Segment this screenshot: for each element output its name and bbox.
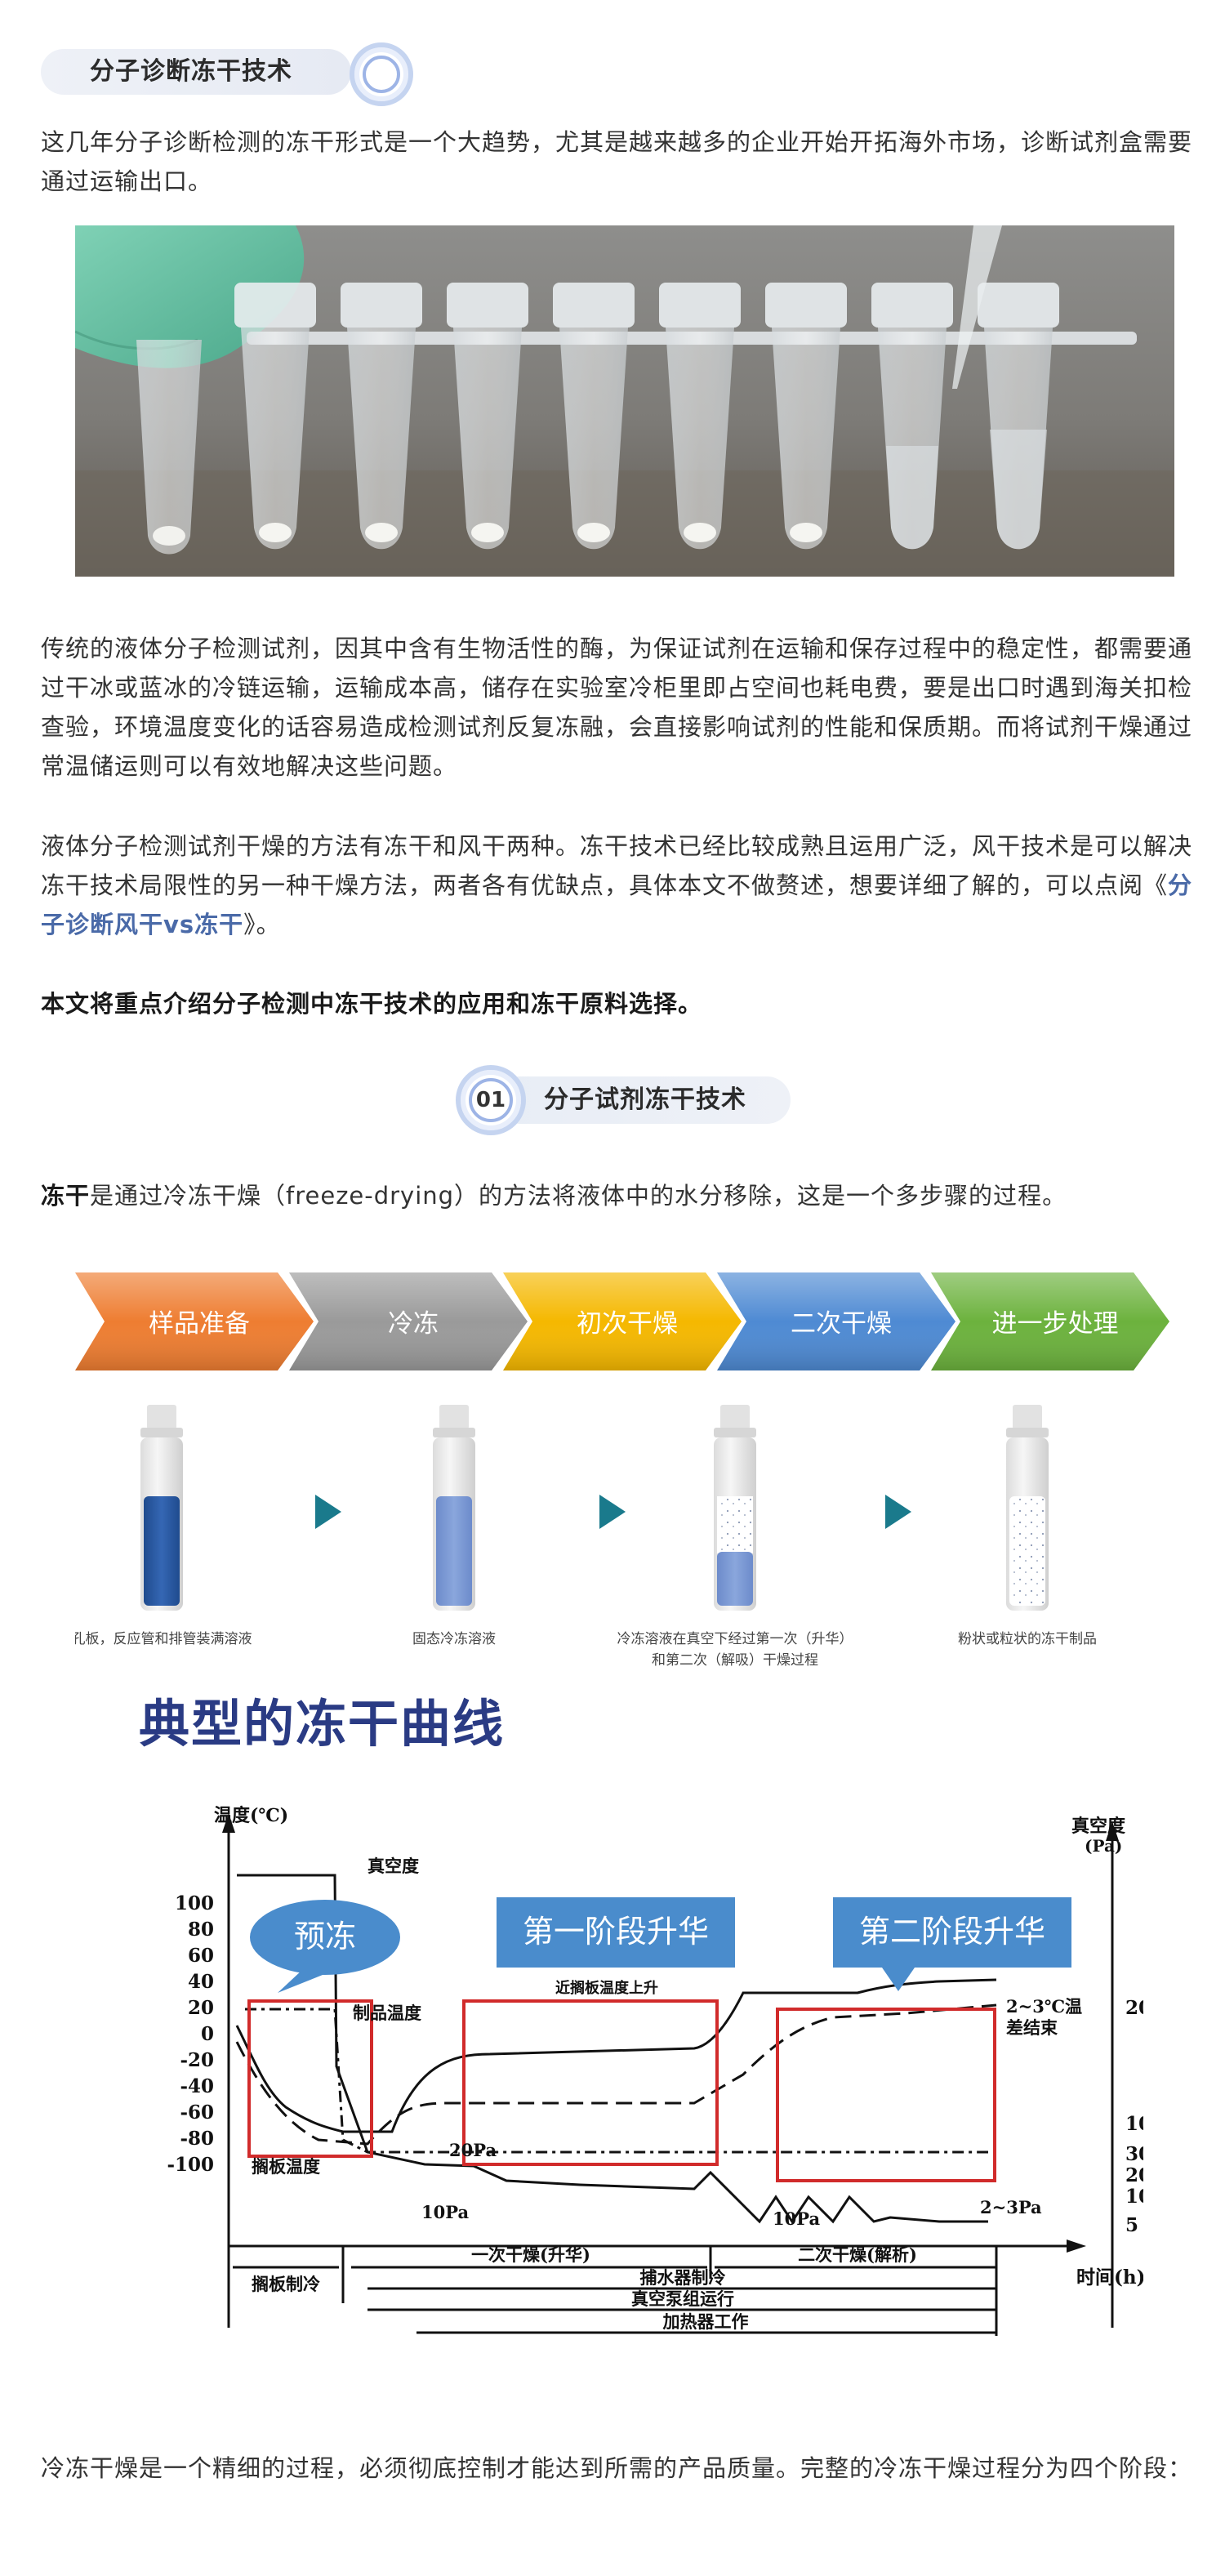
section-title: 分子诊断冻干技术 [90, 57, 292, 86]
process-diagram: 样品准备 冷冻 初次干燥 二次干燥 进一步处理 [72, 1258, 1218, 1674]
phase-label: 加热器工作 [662, 2311, 749, 2332]
vial-caption: 孔板，反应管和排管装满溶液 [75, 1631, 252, 1647]
callout-bubble [833, 1897, 1071, 1968]
definition-text: 是通过冷冻干燥（freeze-drying）的方法将液体中的水分移除，这是一个多… [90, 1182, 1067, 1210]
annotation: 20Pa [449, 2140, 497, 2160]
phase-label: 二次干燥(解析) [798, 2244, 917, 2265]
callout-bubble [250, 1900, 400, 1975]
phase-box [247, 1999, 373, 2158]
left-tick: 60 [188, 1945, 214, 1967]
y-axis-label: 温度(℃) [214, 1805, 288, 1826]
play-arrow-icon [315, 1495, 341, 1529]
curve-title: 典型的冻干曲线 [139, 1694, 506, 1754]
callout-label: 第一阶段升华 [523, 1914, 709, 1950]
phase-label: 捕水器制冷 [640, 2267, 726, 2288]
annotation: 2~3Pa [980, 2197, 1042, 2217]
right-tick: 100 [1125, 2113, 1143, 2135]
decorative-ring-icon [456, 1065, 526, 1135]
step-arrow: 冷冻 [289, 1272, 528, 1370]
annotation: 搁板温度 [252, 2156, 320, 2177]
left-tick: 0 [201, 2023, 214, 2045]
y-right-axis-unit: (Pa) [1085, 1836, 1122, 1856]
left-tick: 40 [188, 1971, 214, 1993]
phase-box [776, 2008, 996, 2182]
play-arrow-icon [885, 1495, 911, 1529]
callout-bubble [497, 1897, 735, 1968]
section-header-pill [497, 1076, 791, 1124]
vial-caption: 和第二次（解吸）干燥过程 [652, 1652, 818, 1669]
outro-paragraph: 冷冻干燥是一个精细的过程，必须彻底控制才能达到所需的产品质量。完整的冷冻干燥过程… [41, 2454, 1193, 2482]
paragraph-text: 》。 [243, 911, 281, 938]
decorative-ring-icon [350, 42, 413, 106]
play-arrow-icon [599, 1495, 626, 1529]
phase-label: 搁板制冷 [252, 2274, 320, 2294]
left-tick: 80 [188, 1919, 214, 1941]
y-right-axis-label: 真空度 [1071, 1816, 1126, 1837]
vial-frozen [433, 1405, 475, 1611]
term-text: 冻干 [41, 1182, 91, 1210]
phase-label: 真空泵组运行 [631, 2289, 734, 2309]
section-number: 01 [475, 1088, 506, 1112]
section-header: 01 分子试剂冻干技术 [456, 1065, 799, 1137]
left-tick: -40 [180, 2075, 214, 2097]
section-title: 分子试剂冻干技术 [544, 1085, 746, 1114]
section-header: 分子诊断冻干技术 [41, 42, 413, 106]
section-header-pill [41, 49, 351, 95]
step-arrow: 二次干燥 [717, 1272, 956, 1370]
right-tick: 20 [1125, 2164, 1143, 2186]
step-label: 冷冻 [388, 1309, 439, 1339]
intro-paragraph-2: 传统的液体分子检测试剂，因其中含有生物活性的酶，为保证试剂在运输和保存过程中的稳… [41, 635, 1193, 780]
vial-dried-product [1006, 1405, 1049, 1611]
step-arrow: 进一步处理 [931, 1272, 1169, 1370]
freeze-definition: 冻干是通过冷冻干燥（freeze-drying）的方法将液体中的水分移除，这是一… [41, 1176, 1209, 1215]
vial-caption: 粉状或粒状的冻干制品 [958, 1631, 1097, 1647]
step-label: 进一步处理 [992, 1309, 1119, 1339]
vial-drying [714, 1405, 756, 1611]
pcr-tubes-photo [75, 225, 1174, 577]
right-tick: 5 [1125, 2214, 1138, 2236]
left-tick: -100 [167, 2154, 214, 2176]
left-tick: 100 [175, 1892, 214, 1914]
left-tick: -80 [180, 2128, 214, 2150]
annotation: 差结束 [1006, 2017, 1058, 2038]
annotation: 2~3℃温 [1006, 1996, 1082, 2017]
paragraph-text: 液体分子检测试剂干燥的方法有冻干和风干两种。冻干技术已经比较成熟且运用广泛，风干… [41, 832, 1193, 899]
freeze-drying-curve: 典型的冻干曲线 温度(℃) 100 80 60 40 20 0 -20 -40 … [122, 1682, 1143, 2401]
right-tick: 10 [1125, 2186, 1143, 2208]
right-tick: 200 [1125, 1997, 1143, 2019]
annotation: 10Pa [773, 2208, 820, 2229]
intro-paragraph-1: 这几年分子诊断检测的冻干形式是一个大趋势，尤其是越来越多的企业开始开拓海外市场，… [41, 128, 1193, 195]
x-axis-label: 时间(h) [1076, 2266, 1143, 2289]
right-tick: 30 [1125, 2143, 1143, 2165]
phase-label: 一次干燥(升华) [471, 2244, 590, 2265]
step-label: 样品准备 [149, 1309, 250, 1339]
step-arrow: 初次干燥 [503, 1272, 742, 1370]
step-label: 初次干燥 [577, 1309, 678, 1339]
phase-box [462, 1999, 719, 2166]
left-tick: -60 [180, 2101, 214, 2124]
callout-label: 预冻 [294, 1919, 356, 1954]
left-tick: 20 [188, 1997, 214, 2019]
emphasis-text: 本文将重点介绍分子检测中冻干技术的应用和冻干原料选择。 [41, 990, 703, 1018]
step-arrow: 样品准备 [75, 1272, 314, 1370]
annotation: 10Pa [421, 2202, 469, 2222]
step-label: 二次干燥 [791, 1309, 892, 1339]
vial-caption: 冷冻溶液在真空下经过第一次（升华） [617, 1631, 853, 1647]
article-link[interactable]: 分子诊断风干vs冻干 [41, 871, 1193, 938]
vial-caption: 固态冷冻溶液 [412, 1631, 496, 1647]
annotation: 近搁板温度上升 [555, 1979, 658, 1997]
annotation: 真空度 [368, 1856, 419, 1876]
callout-label: 第二阶段升华 [859, 1914, 1045, 1950]
left-tick: -20 [180, 2049, 214, 2071]
annotation: 制品温度 [353, 2003, 421, 2023]
intro-paragraph-4: 本文将重点介绍分子检测中冻干技术的应用和冻干原料选择。 [41, 984, 1209, 1023]
vial-liquid [140, 1405, 183, 1611]
intro-paragraph-3: 液体分子检测试剂干燥的方法有冻干和风干两种。冻干技术已经比较成熟且运用广泛，风干… [41, 827, 1209, 944]
